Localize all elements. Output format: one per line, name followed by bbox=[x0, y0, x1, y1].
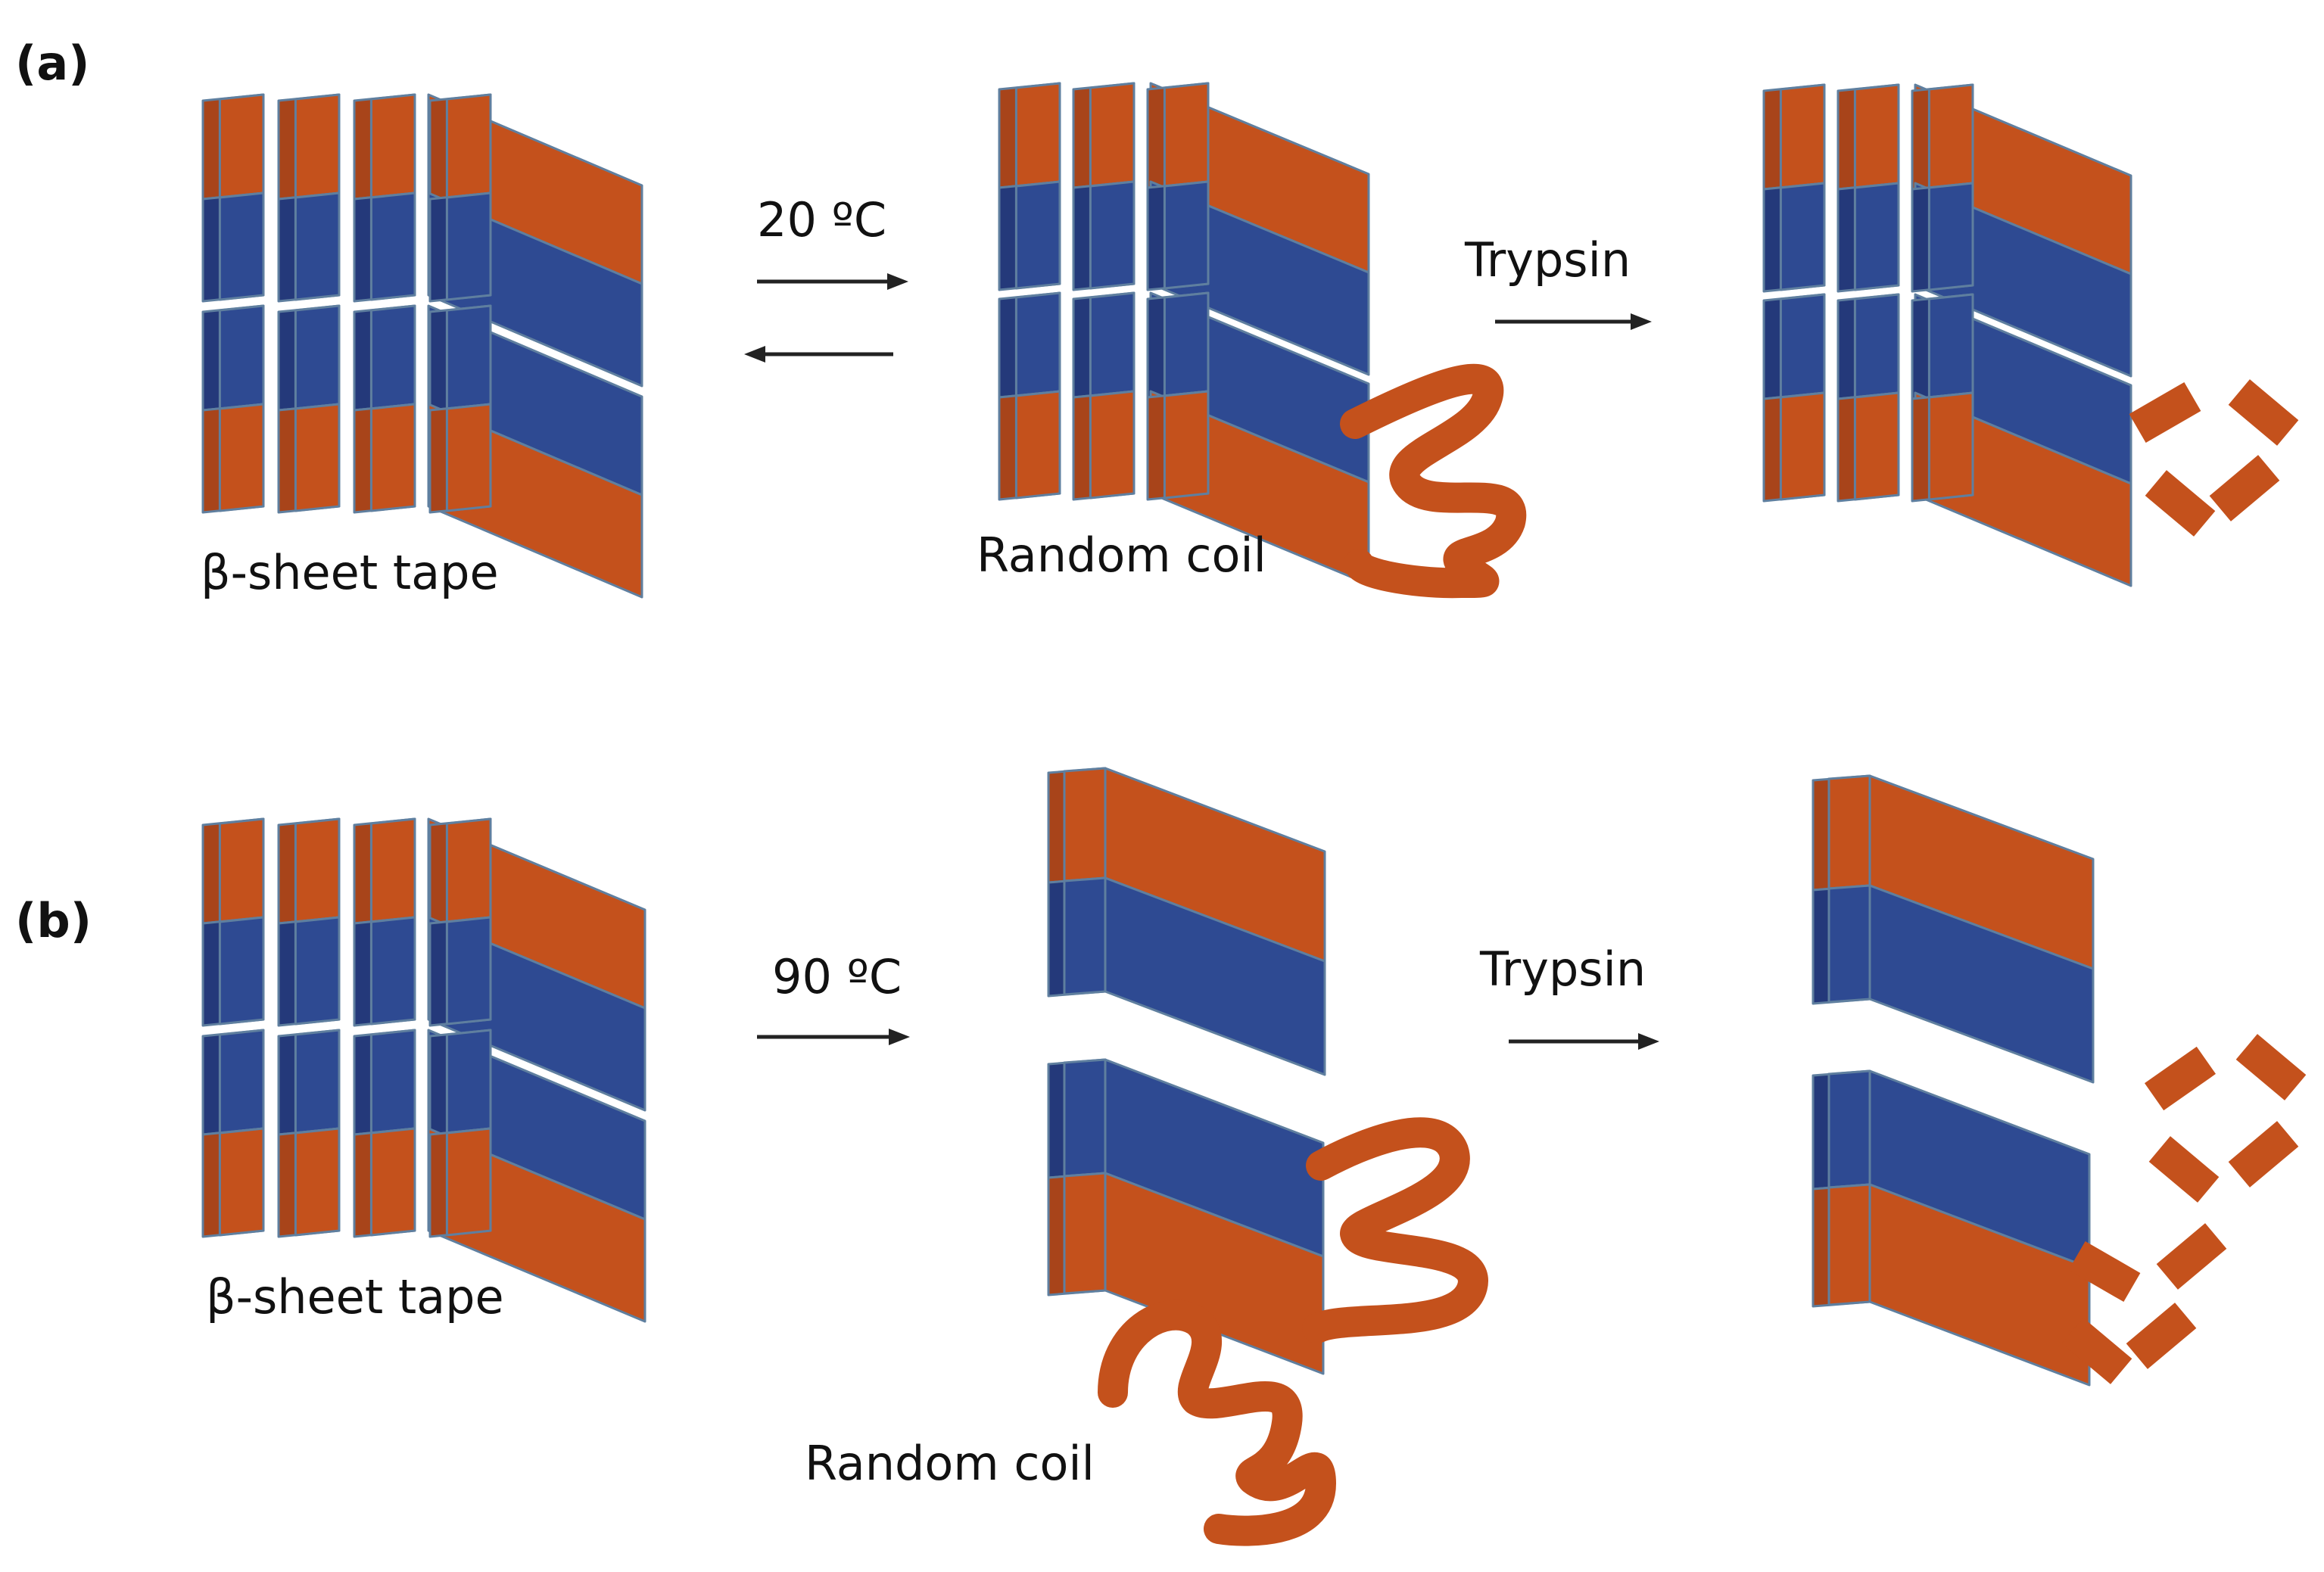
stack-a-left-layer-2 bbox=[201, 191, 643, 388]
stack-b-right-top-layer-1 bbox=[1812, 774, 2095, 970]
enzyme-label-a: Trypsin bbox=[1464, 232, 1631, 288]
frags-b-piece-8 bbox=[2126, 1303, 2197, 1369]
stack-a-left-layer-3 bbox=[201, 304, 643, 497]
stack-b-left-layer-1 bbox=[201, 817, 646, 1010]
condition-label-a: 20 ºC bbox=[757, 192, 886, 247]
stack-a-left-layer-4 bbox=[201, 403, 643, 599]
frags-b-piece-7 bbox=[2061, 1318, 2132, 1384]
frags-b-piece-6 bbox=[2156, 1223, 2227, 1290]
fragments-a bbox=[2129, 379, 2299, 537]
stack-b-mid-bottom-layer-1 bbox=[1047, 1058, 1325, 1258]
frags-b-piece-5 bbox=[2068, 1240, 2141, 1303]
start-label-b: β-sheet tape bbox=[206, 1269, 504, 1325]
intermediate-label-a: Random coil bbox=[977, 528, 1266, 583]
random-coil-a bbox=[1340, 363, 1527, 599]
stack-a-left bbox=[201, 93, 643, 599]
arrow-trypsin-b bbox=[1509, 1033, 1659, 1050]
frags-a-piece-4 bbox=[2209, 455, 2280, 521]
condition-label-b: 90 ºC bbox=[772, 949, 902, 1004]
stack-a-right-layer-3 bbox=[1762, 293, 2132, 485]
stack-a-mid bbox=[998, 82, 1370, 586]
stack-b-right-bottom-layer-2 bbox=[1812, 1183, 2091, 1387]
intermediate-label-b: Random coil bbox=[805, 1436, 1095, 1491]
stack-a-right-layer-4 bbox=[1762, 391, 2132, 587]
frags-a-piece-1 bbox=[2129, 381, 2201, 444]
enzyme-label-b: Trypsin bbox=[1479, 942, 1646, 997]
arrow-trypsin-a bbox=[1495, 313, 1652, 330]
stack-a-mid-layer-3 bbox=[998, 291, 1370, 484]
stack-b-right-top bbox=[1812, 774, 2095, 1084]
stack-a-mid-layer-4 bbox=[998, 390, 1370, 586]
arrow-forward-a bbox=[757, 273, 908, 290]
stack-b-mid-top-layer-2 bbox=[1047, 876, 1326, 1076]
stack-a-right-layer-2 bbox=[1762, 182, 2132, 378]
fragments-b bbox=[2061, 1034, 2307, 1384]
stack-b-right-bottom-layer-1 bbox=[1812, 1069, 2091, 1269]
panel-a-label: (a) bbox=[15, 36, 90, 91]
arrow-forward-b bbox=[757, 1029, 910, 1045]
arrow-reverse-a bbox=[744, 346, 893, 363]
stack-a-mid-layer-2 bbox=[998, 180, 1370, 376]
stack-b-left bbox=[201, 817, 646, 1323]
stack-b-left-layer-2 bbox=[201, 916, 646, 1112]
stack-b-right-bottom bbox=[1812, 1069, 2091, 1387]
frags-b-piece-3 bbox=[2148, 1136, 2220, 1203]
stack-b-mid-bottom-layer-2 bbox=[1047, 1172, 1325, 1375]
stack-a-right bbox=[1762, 83, 2132, 587]
frags-a-piece-3 bbox=[2145, 470, 2216, 537]
stack-b-mid-top bbox=[1047, 767, 1326, 1076]
stack-b-left-layer-4 bbox=[201, 1127, 646, 1323]
random-coil-b-lower bbox=[1098, 1300, 1336, 1546]
panel-b-label: (b) bbox=[15, 893, 92, 948]
frags-a-piece-2 bbox=[2228, 379, 2299, 446]
stack-a-right-layer-1 bbox=[1762, 83, 2132, 275]
stack-b-right-top-layer-2 bbox=[1812, 884, 2095, 1084]
frags-b-piece-2 bbox=[2235, 1034, 2307, 1100]
frags-b-piece-1 bbox=[2144, 1046, 2217, 1111]
start-label-a: β-sheet tape bbox=[201, 545, 499, 600]
frags-b-piece-4 bbox=[2228, 1121, 2299, 1188]
stack-b-mid-bottom bbox=[1047, 1058, 1325, 1375]
random-coil-b-upper bbox=[1302, 1117, 1488, 1343]
stack-b-left-layer-3 bbox=[201, 1029, 646, 1221]
